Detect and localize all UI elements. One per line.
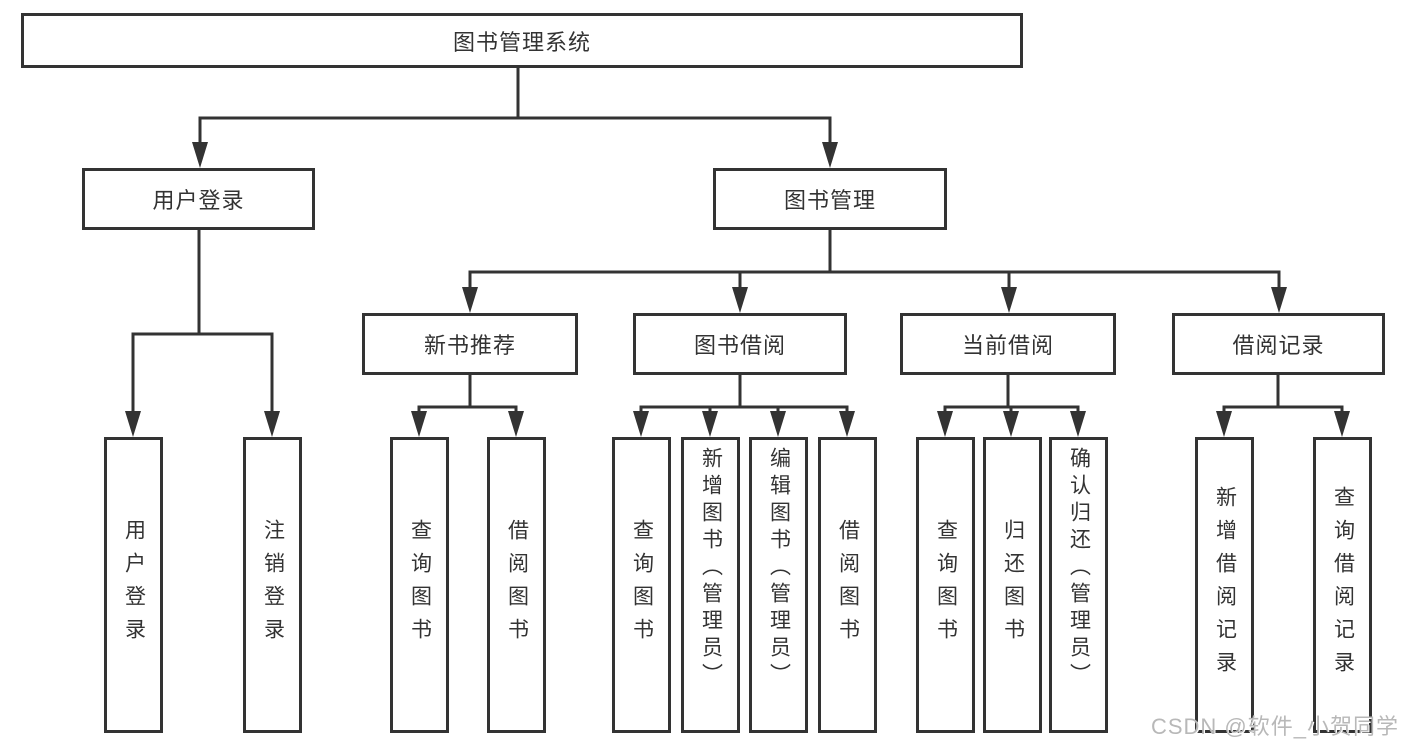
node-borrowing-records: 借阅记录 [1172,313,1385,375]
leaf-query-books-borrowing: 查询图书 [612,437,671,733]
arrow-to-book-mgmt [822,142,838,168]
arrow-leaf-10 [1003,411,1019,437]
leaf-logout: 注销登录 [243,437,302,733]
arrow-leaf-6 [702,411,718,437]
arrow-leaf-1 [125,411,141,437]
arrow-to-records [1271,287,1287,313]
leaf-borrow-books-recommend: 借阅图书 [487,437,546,733]
connector-newbook-children [417,373,518,417]
arrow-leaf-8 [839,411,855,437]
arrow-to-user-login [192,142,208,168]
leaf-add-borrow-record: 新增借阅记录 [1195,437,1254,733]
arrow-to-current [1001,287,1017,313]
connector-user-login-children [131,228,274,417]
node-book-management: 图书管理 [713,168,947,230]
leaf-confirm-return-admin: 确认归还（管理员） [1049,437,1108,733]
leaf-borrow-books-borrowing: 借阅图书 [818,437,877,733]
node-new-book-recommend: 新书推荐 [362,313,578,375]
arrow-leaf-4 [508,411,524,437]
node-current-borrowing: 当前借阅 [900,313,1116,375]
connector-borrowing-children [639,373,849,417]
leaf-user-login: 用户登录 [104,437,163,733]
arrow-leaf-5 [633,411,649,437]
leaf-return-books: 归还图书 [983,437,1042,733]
arrow-leaf-7 [770,411,786,437]
leaf-query-books-current: 查询图书 [916,437,975,733]
connector-root-to-level2 [198,66,832,148]
arrow-leaf-11 [1070,411,1086,437]
csdn-watermark: CSDN @软件_小贺同学 [1150,714,1399,739]
arrow-leaf-3 [411,411,427,437]
leaf-query-books-recommend: 查询图书 [390,437,449,733]
node-book-borrowing: 图书借阅 [633,313,847,375]
leaf-edit-books-admin: 编辑图书（管理员） [749,437,808,733]
arrow-to-borrowing [732,287,748,313]
arrow-leaf-12 [1216,411,1232,437]
connector-current-children [943,373,1080,417]
arrowheads [125,142,1350,437]
connector-strokes [131,66,1344,417]
node-user-login: 用户登录 [82,168,315,230]
leaf-add-books-admin: 新增图书（管理员） [681,437,740,733]
connector-book-mgmt-children [468,228,1281,293]
connector-records-children [1222,373,1344,417]
arrow-leaf-2 [264,411,280,437]
arrow-leaf-9 [937,411,953,437]
arrow-leaf-13 [1334,411,1350,437]
leaf-query-borrow-record: 查询借阅记录 [1313,437,1372,733]
node-library-system: 图书管理系统 [21,13,1023,68]
arrow-to-newbook [462,287,478,313]
